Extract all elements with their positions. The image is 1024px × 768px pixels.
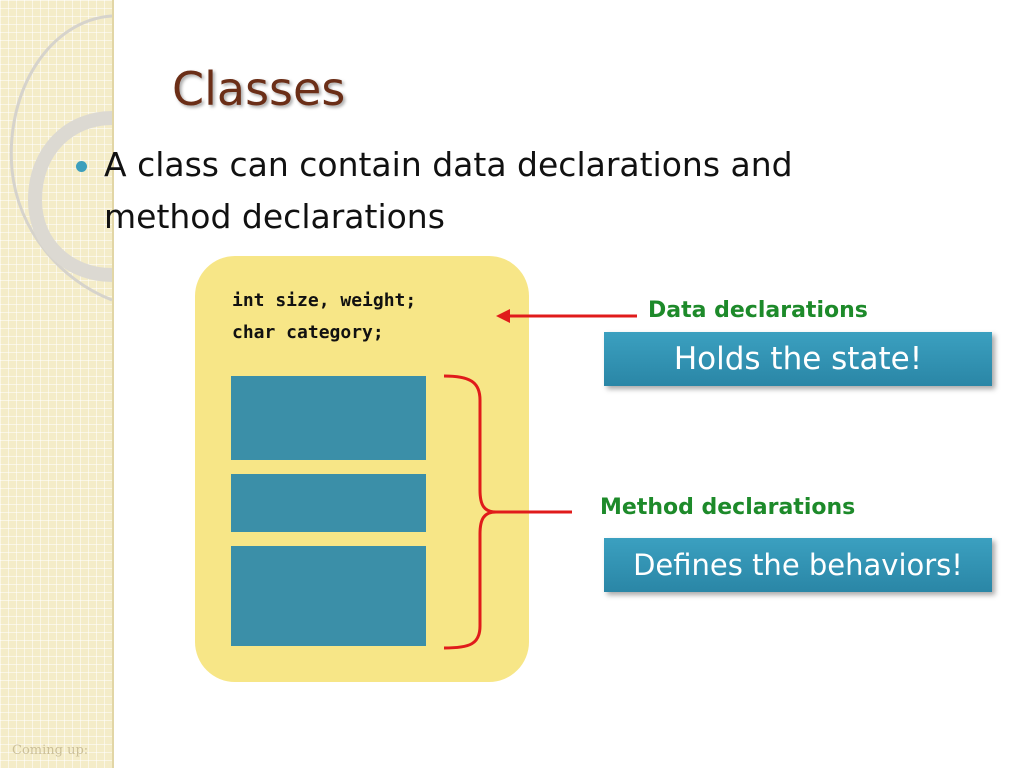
method-declarations-label: Method declarations [600, 495, 856, 520]
data-declarations-label: Data declarations [648, 298, 868, 323]
bullet-text: A class can contain data declarations an… [104, 145, 793, 236]
decorative-sidebar [0, 0, 112, 768]
method-block [231, 474, 426, 532]
sidebar-edge [112, 0, 114, 768]
slide-title: Classes [172, 62, 346, 116]
curly-brace-icon [443, 374, 497, 650]
method-block [231, 376, 426, 460]
footer-text: Coming up: [12, 743, 89, 758]
defines-behaviors-callout: Defines the behaviors! [604, 538, 992, 592]
method-block [231, 546, 426, 646]
arrow-left-icon [496, 309, 510, 323]
code-line-data-1: int size, weight; [232, 290, 417, 311]
bullet-dot-icon [76, 161, 87, 172]
holds-state-callout: Holds the state! [604, 332, 992, 386]
code-line-data-2: char category; [232, 322, 384, 343]
